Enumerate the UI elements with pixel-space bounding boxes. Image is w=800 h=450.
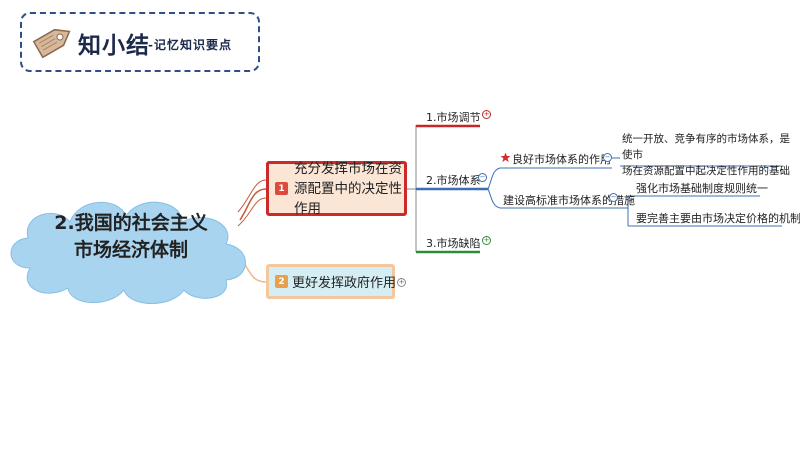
connector-system-measures [487, 188, 501, 209]
expand-toggle-icon[interactable]: + [482, 236, 491, 245]
connector-measures-items [618, 196, 629, 226]
measure-unify-rules[interactable]: 强化市场基础制度规则统一 [636, 182, 768, 195]
topic-decisive-role-label: 充分发挥市场在资源配置中的决定性作用 [294, 160, 402, 217]
branch-market-system[interactable]: 2.市场体系 [426, 174, 481, 187]
header-subtitle: -记忆知识要点 [148, 38, 232, 52]
central-topic-line1: 2.我国的社会主义 [54, 212, 208, 234]
note-good-market-system: 统一开放、竞争有序的市场体系，是使市 场在资源配置中起决定性作用的基础 [622, 131, 800, 179]
expand-toggle-icon[interactable]: + [397, 278, 406, 287]
note-line1: 统一开放、竞争有序的市场体系，是使市 [622, 133, 790, 161]
collapse-toggle-icon[interactable]: − [609, 193, 618, 202]
number-badge-2: 2 [275, 275, 288, 288]
connector-system-good [487, 167, 501, 190]
tag-icon [32, 28, 71, 59]
topic-government-role-label: 更好发挥政府作用 [292, 276, 397, 291]
header-title: 知小结 [78, 32, 150, 59]
topic-government-role[interactable]: 2 更好发挥政府作用 [266, 264, 397, 299]
collapse-toggle-icon[interactable]: − [478, 173, 487, 182]
connector-central-topic1-c [237, 197, 267, 227]
branch-market-regulation[interactable]: 1.市场调节 [426, 111, 481, 124]
measure-price-mechanism[interactable]: 要完善主要由市场决定价格的机制 [636, 212, 800, 225]
branch-market-defects[interactable]: 3.市场缺陷 [426, 237, 481, 250]
connector-topic1-branches [407, 125, 417, 252]
star-icon [500, 152, 511, 163]
connector-central-topic1-b [237, 179, 267, 213]
topic-decisive-role[interactable]: 1 充分发挥市场在资源配置中的决定性作用 [266, 160, 407, 217]
expand-toggle-icon[interactable]: + [482, 110, 491, 119]
central-topic-line2: 市场经济体制 [73, 239, 188, 261]
item-good-market-system[interactable]: 良好市场体系的作用 [512, 153, 611, 166]
collapse-toggle-icon[interactable]: − [603, 153, 612, 162]
number-badge-1: 1 [275, 182, 288, 195]
cloud-shape [10, 201, 246, 304]
note-line2: 场在资源配置中起决定性作用的基础 [622, 165, 790, 177]
connector-central-topic1 [239, 188, 267, 221]
central-topic[interactable]: 2.我国的社会主义 市场经济体制 [36, 210, 226, 264]
item-high-standard-measures[interactable]: 建设高标准市场体系的措施 [503, 194, 635, 207]
